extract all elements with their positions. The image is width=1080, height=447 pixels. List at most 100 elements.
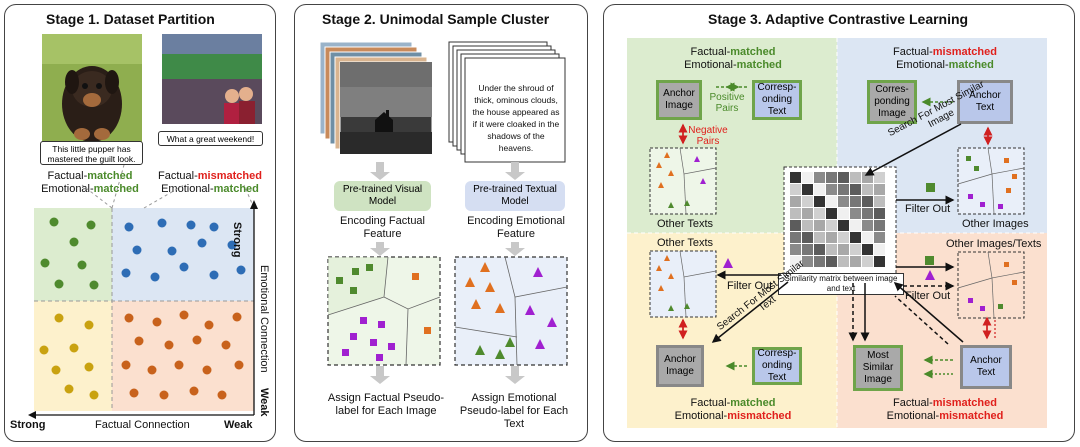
- q4-b: Emotional-: [886, 410, 940, 422]
- visual-model-box: Pre-trained Visual Model: [334, 181, 431, 211]
- matrix-cell: [826, 232, 837, 243]
- encode-left: Encoding Factual Feature: [340, 215, 425, 240]
- stage1-right-label: Factual-mismatched Emotional-matched: [150, 170, 270, 196]
- matrix-cell: [862, 232, 873, 243]
- matrix-cell: [826, 172, 837, 183]
- matrix-cell: [850, 232, 861, 243]
- axis-x-left: Strong: [10, 419, 46, 431]
- matrix-cell: [838, 220, 849, 231]
- matrix-cell: [850, 256, 861, 267]
- image-stack: [319, 41, 433, 155]
- matrix-cell: [850, 184, 861, 195]
- q1-a: Factual-: [690, 46, 731, 58]
- q2-label: Factual-mismatched Emotional-matched: [870, 46, 1020, 72]
- green-dots: [40, 217, 99, 290]
- matrix-cell: [862, 196, 873, 207]
- stage1-left-label: Factual-matched Emotional-matched: [30, 170, 150, 196]
- matrix-cell: [814, 256, 825, 267]
- matrix-cell: [874, 220, 885, 231]
- matrix-cell: [802, 184, 813, 195]
- right-label-a: Factual-: [158, 170, 198, 182]
- axis-y-bottom: Weak: [258, 388, 270, 417]
- matrix-cell: [874, 196, 885, 207]
- q2-other-images: Other Images: [962, 218, 1029, 230]
- q1-a-hl: matched: [730, 46, 776, 58]
- q1-other-texts-cluster: [649, 147, 717, 215]
- q3-other-texts: Other Texts: [657, 237, 714, 249]
- matrix-cell: [838, 172, 849, 183]
- matrix-cell: [814, 184, 825, 195]
- stadium-photo: [162, 34, 262, 124]
- matrix-cell: [802, 220, 813, 231]
- q3-anchor-image: Anchor Image: [656, 345, 704, 387]
- q2-other-images-cluster: [957, 147, 1025, 215]
- q3-a: Factual-: [690, 397, 731, 409]
- similarity-matrix-label: Similarity matrix between image and text: [778, 273, 904, 295]
- q1-anchor-image: Anchor Image: [656, 80, 702, 120]
- stage2-arrows: [370, 162, 525, 384]
- q2-anchor-text: Anchor Text: [957, 80, 1013, 124]
- axis-y-top: Strong: [231, 222, 243, 258]
- q3-label: Factual-matched Emotional-mismatched: [668, 397, 798, 423]
- matrix-cell: [850, 220, 861, 231]
- q4-b-hl: mismatched: [939, 410, 1004, 422]
- matrix-cell: [850, 244, 861, 255]
- filter-out-q2: Filter Out: [905, 203, 951, 215]
- matrix-cell: [874, 232, 885, 243]
- filter-out-q3: Filter Out: [727, 280, 773, 292]
- right-label-a-hl: mismatched: [197, 170, 262, 182]
- matrix-cell: [838, 208, 849, 219]
- q1-label: Factual-matched Emotional-matched: [668, 46, 798, 72]
- matrix-cell: [790, 172, 801, 183]
- matrix-grid: [790, 172, 885, 267]
- matrix-cell: [862, 244, 873, 255]
- matrix-cell: [790, 220, 801, 231]
- positive-pairs: Positive Pairs: [709, 92, 745, 114]
- q3-corresponding-text: Corresp-onding Text: [752, 347, 802, 385]
- q2-a: Factual-: [893, 46, 933, 58]
- matrix-cell: [850, 172, 861, 183]
- stage3-title: Stage 3. Adaptive Contrastive Learning: [708, 11, 969, 27]
- matrix-cell: [814, 220, 825, 231]
- matrix-cell: [814, 244, 825, 255]
- matrix-cell: [814, 196, 825, 207]
- filter-out-q4: Filter Out: [905, 290, 951, 302]
- text-stack: [448, 41, 566, 163]
- q2-corresponding-image: Corres-ponding Image: [867, 80, 917, 124]
- matrix-cell: [850, 208, 861, 219]
- assign-left: Assign Factual Pseudo-label for Each Ima…: [327, 392, 445, 417]
- q1-b: Emotional-: [684, 59, 737, 71]
- axis-y-title: Emotional Connection: [258, 265, 270, 373]
- puppy-photo: [42, 34, 142, 154]
- q4-a-hl: mismatched: [932, 397, 997, 409]
- left-label-b: Emotional-: [41, 183, 94, 195]
- assign-right: Assign Emotional Pseudo-label for Each T…: [459, 392, 569, 430]
- matrix-cell: [862, 172, 873, 183]
- matrix-cell: [802, 196, 813, 207]
- matrix-cell: [802, 208, 813, 219]
- matrix-cell: [838, 232, 849, 243]
- q4-other-images-texts: Other Images/Texts: [946, 238, 1042, 250]
- matrix-cell: [838, 196, 849, 207]
- matrix-cell: [790, 184, 801, 195]
- matrix-cell: [826, 208, 837, 219]
- matrix-cell: [802, 256, 813, 267]
- matrix-cell: [874, 244, 885, 255]
- matrix-cell: [826, 256, 837, 267]
- stage2-title: Stage 2. Unimodal Sample Cluster: [322, 11, 550, 27]
- matrix-cell: [838, 256, 849, 267]
- matrix-cell: [874, 184, 885, 195]
- stage3-arrows: [678, 82, 996, 379]
- matrix-cell: [790, 256, 801, 267]
- q2-b-hl: matched: [948, 59, 994, 71]
- q2-b: Emotional-: [896, 59, 949, 71]
- matrix-cell: [826, 220, 837, 231]
- right-label-b: Emotional-: [161, 183, 214, 195]
- q1-corresponding-text: Corresp-onding Text: [752, 80, 802, 120]
- caption-right: What a great weekend!: [158, 131, 263, 146]
- matrix-cell: [874, 208, 885, 219]
- encode-right: Encoding Emotional Feature: [467, 215, 565, 240]
- q3-other-texts-cluster: [649, 250, 717, 318]
- text-doc: Under the shroud of thick, ominous cloud…: [472, 83, 560, 153]
- q4-a: Factual-: [893, 397, 933, 409]
